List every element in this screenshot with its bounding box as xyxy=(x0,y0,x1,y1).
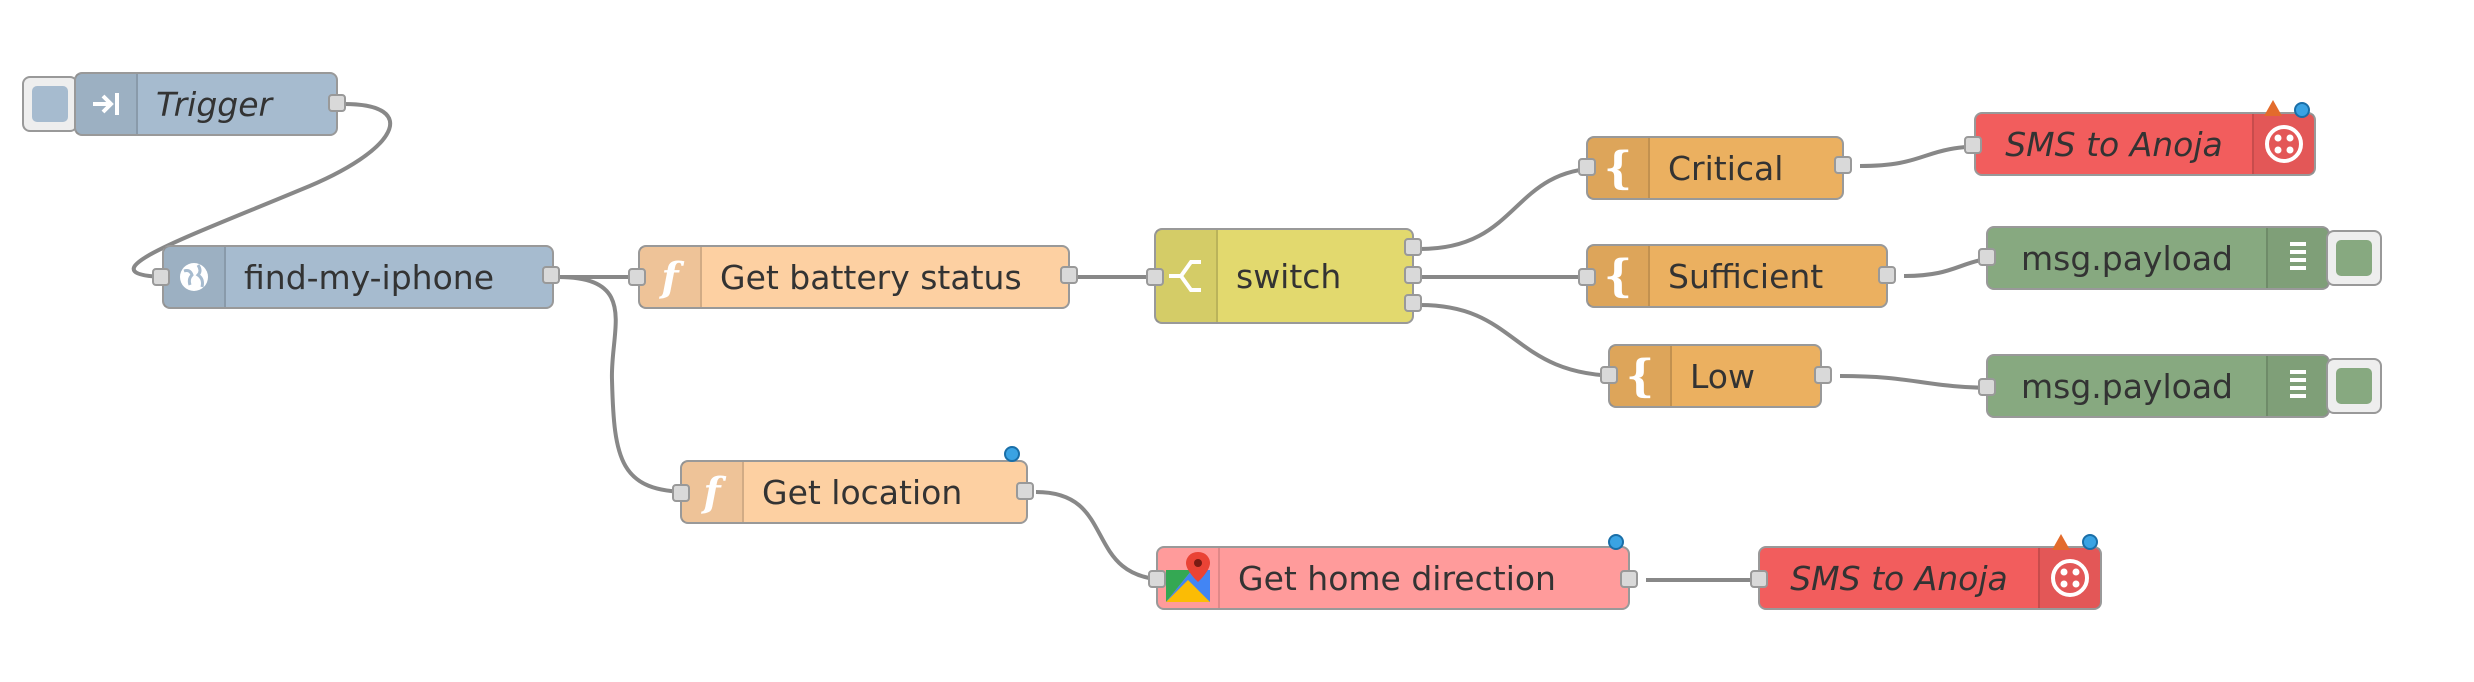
debug-toggle-button[interactable] xyxy=(2326,230,2382,286)
input-port[interactable] xyxy=(628,268,646,286)
node-label: Critical xyxy=(1668,148,1784,188)
node-label: Get battery status xyxy=(720,257,1022,297)
status-changed-dot xyxy=(2294,102,2310,118)
status-changed-dot xyxy=(1004,446,1020,462)
globe-icon xyxy=(164,247,226,307)
input-port[interactable] xyxy=(1578,158,1596,176)
node-switch[interactable]: switch xyxy=(1154,228,1414,324)
output-port-2[interactable] xyxy=(1404,266,1422,284)
template-brace-icon: { xyxy=(1588,246,1650,306)
node-label: Trigger xyxy=(156,84,273,124)
node-trigger[interactable]: Trigger xyxy=(74,72,338,136)
output-port-1[interactable] xyxy=(1404,238,1422,256)
node-label: find-my-iphone xyxy=(244,257,494,297)
template-brace-icon: { xyxy=(1588,138,1650,198)
debug-toggle-button[interactable] xyxy=(2326,358,2382,414)
output-port[interactable] xyxy=(1834,156,1852,174)
trigger-inject-button[interactable] xyxy=(22,76,78,132)
wire-find-my-iphone-to-location[interactable] xyxy=(557,275,691,494)
input-port[interactable] xyxy=(152,268,170,286)
warning-icon xyxy=(2052,534,2070,550)
output-port[interactable] xyxy=(328,94,346,112)
template-brace-icon: { xyxy=(1610,346,1672,406)
debug-list-icon xyxy=(2266,228,2328,288)
twilio-icon xyxy=(2252,114,2314,174)
node-get-battery-status[interactable]: f Get battery status xyxy=(638,245,1070,309)
wire-low-to-debug2[interactable] xyxy=(1839,374,2005,390)
wire-switch-to-critical[interactable] xyxy=(1419,166,1601,251)
input-port[interactable] xyxy=(1578,268,1596,286)
wire-switch-to-low[interactable] xyxy=(1419,303,1623,378)
arrow-inject-icon xyxy=(76,74,138,134)
input-port[interactable] xyxy=(1750,570,1768,588)
node-sms-to-anoja-top[interactable]: SMS to Anoja xyxy=(1974,112,2316,176)
node-get-location[interactable]: f Get location xyxy=(680,460,1028,524)
node-label: SMS to Anoja xyxy=(1790,558,2008,598)
output-port[interactable] xyxy=(542,266,560,284)
node-label: Low xyxy=(1690,356,1755,396)
debug-list-icon xyxy=(2266,356,2328,416)
node-label: msg.payload xyxy=(2020,238,2233,278)
node-label: SMS to Anoja xyxy=(2005,124,2223,164)
node-label: Get home direction xyxy=(1238,558,1556,598)
function-icon: f xyxy=(640,247,702,307)
input-port[interactable] xyxy=(1964,136,1982,154)
node-label: Sufficient xyxy=(1668,256,1824,296)
twilio-icon xyxy=(2038,548,2100,608)
output-port[interactable] xyxy=(1878,266,1896,284)
node-get-home-direction[interactable]: Get home direction xyxy=(1156,546,1630,610)
output-port[interactable] xyxy=(1016,482,1034,500)
node-find-my-iphone[interactable]: find-my-iphone xyxy=(162,245,554,309)
node-sms-to-anoja-bottom[interactable]: SMS to Anoja xyxy=(1758,546,2102,610)
input-port[interactable] xyxy=(672,484,690,502)
node-label: msg.payload xyxy=(2020,366,2233,406)
status-changed-dot xyxy=(2082,534,2098,550)
output-port[interactable] xyxy=(1620,570,1638,588)
input-port[interactable] xyxy=(1146,268,1164,286)
input-port[interactable] xyxy=(1978,378,1996,396)
input-port[interactable] xyxy=(1600,366,1618,384)
node-label: Get location xyxy=(762,472,963,512)
output-port-3[interactable] xyxy=(1404,294,1422,312)
input-port[interactable] xyxy=(1148,570,1166,588)
google-maps-icon xyxy=(1158,548,1220,608)
function-icon: f xyxy=(682,462,744,522)
input-port[interactable] xyxy=(1978,248,1996,266)
output-port[interactable] xyxy=(1814,366,1832,384)
node-sufficient[interactable]: { Sufficient xyxy=(1586,244,1888,308)
wire-trigger-to-find-my-iphone[interactable] xyxy=(131,102,392,279)
node-label: switch xyxy=(1236,256,1342,296)
warning-icon xyxy=(2264,100,2282,116)
node-debug-msg-payload-1[interactable]: msg.payload xyxy=(1986,226,2330,290)
node-critical[interactable]: { Critical xyxy=(1586,136,1844,200)
output-port[interactable] xyxy=(1060,266,1078,284)
switch-icon xyxy=(1156,230,1218,322)
node-low[interactable]: { Low xyxy=(1608,344,1822,408)
node-debug-msg-payload-2[interactable]: msg.payload xyxy=(1986,354,2330,418)
status-changed-dot xyxy=(1608,534,1624,550)
wire-location-to-home-direction[interactable] xyxy=(1035,490,1171,582)
